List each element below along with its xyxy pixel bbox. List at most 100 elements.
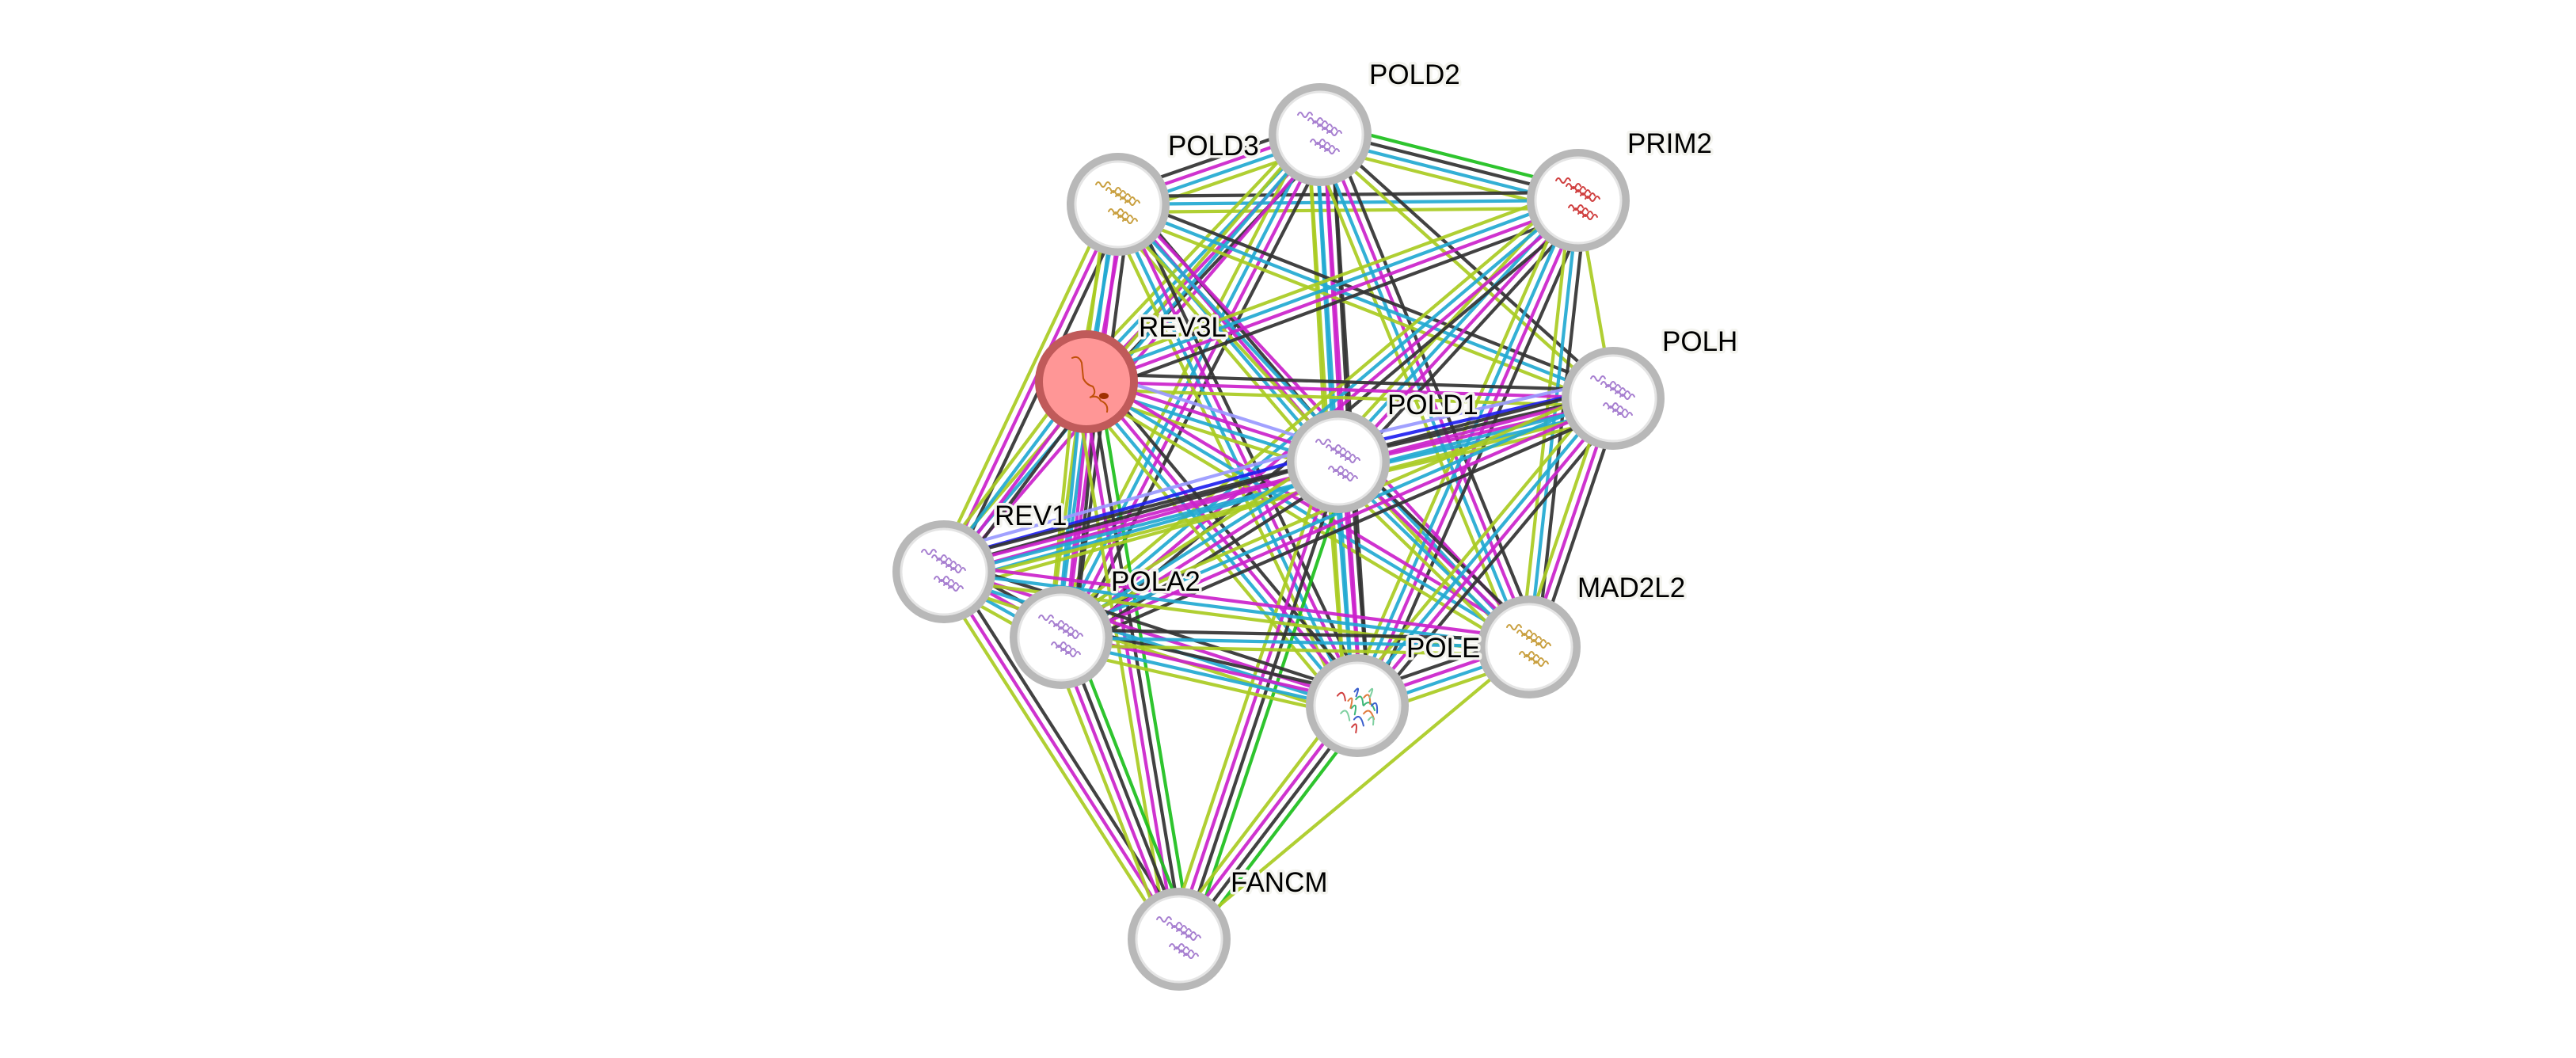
node-pold1[interactable] [1287, 410, 1390, 513]
node-prim2[interactable] [1527, 149, 1630, 252]
edge-line-experiments [1359, 399, 1618, 710]
node-rev1[interactable] [892, 520, 995, 623]
node-label-pola2: POLA2 [1111, 566, 1200, 597]
node-pola2[interactable] [1010, 586, 1113, 689]
edge-line-coexpression [1063, 635, 1185, 938]
edge-line-experiments [1062, 400, 1615, 643]
protein-structure-icon [921, 549, 966, 592]
node-inner-ring [1569, 354, 1657, 443]
edge-line-textmining [935, 200, 1113, 569]
node-circle[interactable] [1067, 153, 1170, 256]
node-circle[interactable] [1562, 347, 1665, 450]
edge-line-textmining [1053, 450, 1334, 630]
protein-structure-icon [1071, 356, 1109, 413]
node-label-rev1: REV1 [995, 500, 1067, 531]
edge-line-textmining [1082, 187, 1575, 372]
node-inner-ring [1485, 603, 1573, 691]
protein-structure-icon [1095, 181, 1140, 224]
node-pold3[interactable] [1067, 153, 1170, 256]
edge-line-textmining [1052, 189, 1572, 630]
edge-line-neighborhood [1071, 632, 1192, 936]
edge-line-textmining [1058, 647, 1356, 719]
edge-POLA2-FANCM[interactable] [1048, 632, 1192, 945]
node-label-pole: POLE [1406, 633, 1480, 664]
edge-REV1-POLH[interactable] [940, 385, 1617, 585]
edge-line-neighborhood [1189, 465, 1352, 944]
node-label-pold2: POLD2 [1369, 59, 1460, 90]
node-rev3l[interactable] [1035, 330, 1138, 433]
node-label-rev3l: REV3L [1139, 312, 1227, 343]
node-circle[interactable] [1306, 654, 1409, 757]
node-circle[interactable] [1035, 330, 1138, 433]
node-inner-ring [1313, 661, 1402, 750]
edge-REV1-FANCM[interactable] [935, 566, 1188, 945]
edges-layer [933, 121, 1624, 948]
edge-line-coexpression [1181, 462, 1344, 942]
protein-structure-icon [1336, 687, 1379, 734]
node-inner-ring [900, 527, 988, 616]
node-inner-ring [1294, 417, 1383, 506]
edge-line-textmining [946, 408, 1617, 585]
node-mad2l2[interactable] [1478, 596, 1581, 698]
node-circle[interactable] [1478, 596, 1581, 698]
node-circle[interactable] [1527, 149, 1630, 252]
edge-line-experiments [1080, 382, 1178, 941]
nodes-layer [892, 83, 1665, 991]
edge-line-coexpression [1120, 195, 1617, 393]
edge-line-textmining [1060, 643, 1529, 657]
edge-line-databases [1082, 382, 1356, 710]
edge-line-databases [1084, 195, 1577, 380]
edge-line-databases [1117, 203, 1614, 400]
edge-line-experiments [942, 393, 1613, 570]
protein-structure-icon [1038, 615, 1083, 657]
edge-line-textmining [1114, 210, 1611, 408]
edge-line-textmining [1178, 645, 1531, 941]
protein-structure-icon [1590, 375, 1635, 418]
edge-line-neighborhood [1096, 379, 1193, 938]
node-circle[interactable] [1010, 586, 1113, 689]
node-polh[interactable] [1562, 347, 1665, 450]
edge-line-coexpression [1090, 210, 1583, 395]
node-pole[interactable] [1306, 654, 1409, 757]
protein-structure-icon [1555, 177, 1600, 220]
edge-line-databases [1059, 393, 1612, 636]
edge-line-experiments [1322, 132, 1535, 646]
edge-line-homology [938, 440, 1334, 554]
edge-line-coexpression [940, 385, 1611, 562]
protein-structure-icon [1506, 624, 1551, 667]
edge-POLA2-MAD2L2[interactable] [1060, 627, 1530, 657]
protein-structure-icon [1315, 439, 1360, 481]
edge-REV3L-POLH[interactable] [1086, 371, 1614, 409]
node-circle[interactable] [1287, 410, 1390, 513]
node-fancm[interactable] [1128, 888, 1231, 991]
node-label-pold3: POLD3 [1168, 131, 1259, 162]
edge-line-databases [944, 400, 1615, 577]
edge-line-coexpression [1061, 627, 1530, 641]
edge-line-databases [1060, 635, 1530, 649]
edge-line-coexpression [1086, 371, 1614, 393]
edge-line-textmining [936, 128, 1316, 568]
edge-line-experiments [942, 570, 1181, 941]
edge-line-experiments [1087, 202, 1581, 387]
edge-line-experiments [945, 561, 1531, 641]
node-inner-ring [1534, 156, 1623, 245]
edge-line-coexpression [1364, 405, 1624, 714]
edge-line-databases [1113, 205, 1356, 709]
edge-line-textmining [1048, 641, 1170, 945]
edge-MAD2L2-FANCM[interactable] [1178, 645, 1531, 941]
protein-structure-icon [1156, 916, 1201, 959]
node-circle[interactable] [892, 520, 995, 623]
node-circle[interactable] [1128, 888, 1231, 991]
node-pold2[interactable] [1269, 83, 1372, 186]
node-label-fancm: FANCM [1231, 867, 1328, 898]
edge-line-databases [1117, 198, 1579, 207]
edge-line-coexpression [949, 566, 1188, 936]
edge-PRIM2-REV3L[interactable] [1082, 187, 1583, 395]
node-label-polh: POLH [1662, 326, 1737, 357]
node-label-mad2l2: MAD2L2 [1577, 573, 1685, 603]
node-circle[interactable] [1269, 83, 1372, 186]
edge-line-databases [943, 569, 1530, 649]
edge-POLD3-POLH[interactable] [1114, 195, 1617, 408]
